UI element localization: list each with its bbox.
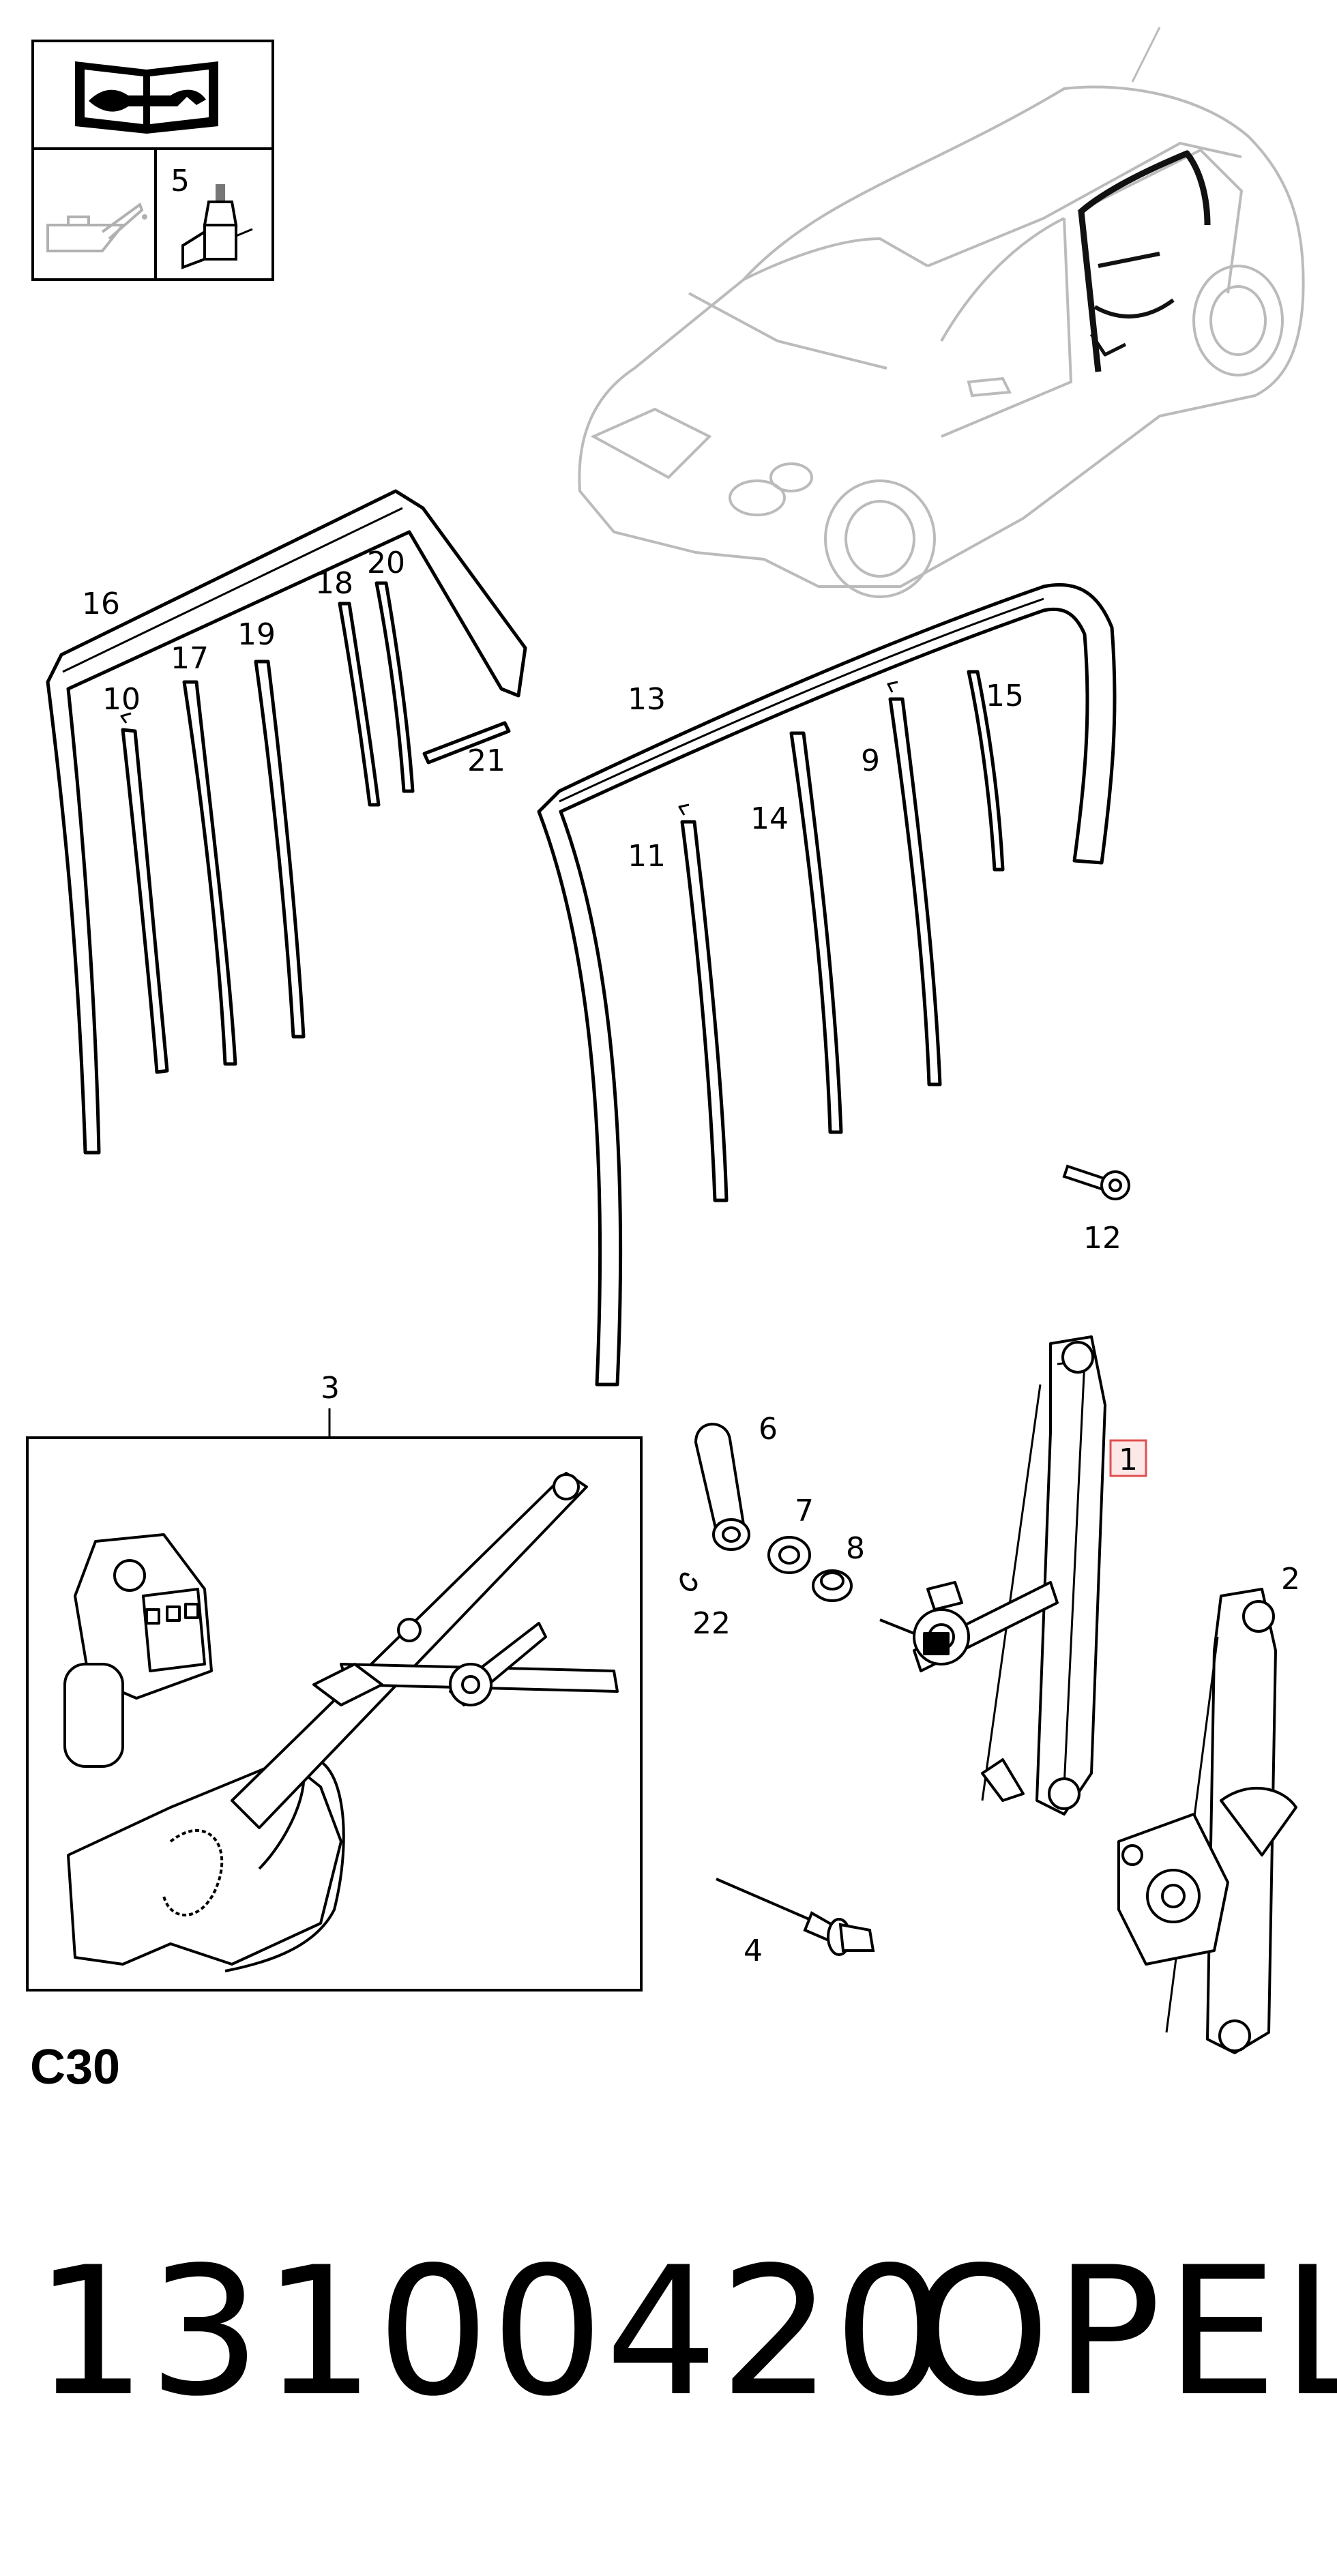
callout-1-highlight[interactable]: 1 bbox=[1109, 1439, 1147, 1477]
callout-21: 21 bbox=[467, 743, 505, 778]
callout-labels: 16 10 17 19 18 20 21 13 15 9 14 11 12 3 … bbox=[82, 546, 1300, 1968]
callout-4: 4 bbox=[744, 1934, 763, 1968]
callout-15: 15 bbox=[986, 679, 1024, 713]
callout-16: 16 bbox=[82, 587, 120, 621]
callout-14: 14 bbox=[750, 801, 789, 836]
window-regulator-motor-assembly bbox=[63, 1472, 619, 1972]
callout-6: 6 bbox=[759, 1412, 778, 1447]
service-box: 5 bbox=[31, 40, 274, 281]
section-code: C30 bbox=[30, 2040, 121, 2094]
bolt-12-illustration bbox=[1062, 1164, 1130, 1200]
brand-name: OPEL bbox=[911, 2230, 1337, 2436]
callout-3: 3 bbox=[321, 1371, 340, 1406]
small-hardware-parts bbox=[679, 1423, 853, 1602]
adhesive-bottle-icon bbox=[181, 184, 253, 269]
callout-11: 11 bbox=[628, 839, 666, 874]
rear-door-seals bbox=[46, 489, 527, 1155]
callout-12: 12 bbox=[1083, 1221, 1121, 1256]
front-door-seals bbox=[537, 583, 1117, 1387]
callout-9: 9 bbox=[861, 743, 880, 778]
callout-10: 10 bbox=[102, 682, 141, 717]
callout-13: 13 bbox=[628, 682, 666, 717]
callout-22: 22 bbox=[692, 1606, 731, 1641]
oil-can-icon bbox=[46, 202, 147, 252]
car-illustration bbox=[578, 27, 1305, 598]
callout-19: 19 bbox=[237, 617, 276, 652]
car-door-highlight bbox=[1078, 150, 1211, 372]
part-number: 13100420 bbox=[34, 2230, 948, 2436]
callout-1: 1 bbox=[1119, 1442, 1138, 1477]
callout-8: 8 bbox=[846, 1531, 865, 1566]
callout-7: 7 bbox=[795, 1494, 814, 1528]
repair-manual-icon bbox=[75, 61, 218, 134]
rivet-4-illustration bbox=[716, 1878, 875, 1956]
adhesive-callout: 5 bbox=[171, 164, 190, 198]
electric-window-regulator bbox=[1117, 1588, 1297, 2054]
part-3-detail-box bbox=[26, 1436, 643, 1992]
callout-17: 17 bbox=[171, 641, 209, 676]
callout-18: 18 bbox=[315, 566, 353, 601]
manual-window-regulator bbox=[879, 1335, 1106, 1816]
callout-20: 20 bbox=[367, 546, 405, 580]
callout-2: 2 bbox=[1281, 1562, 1300, 1597]
